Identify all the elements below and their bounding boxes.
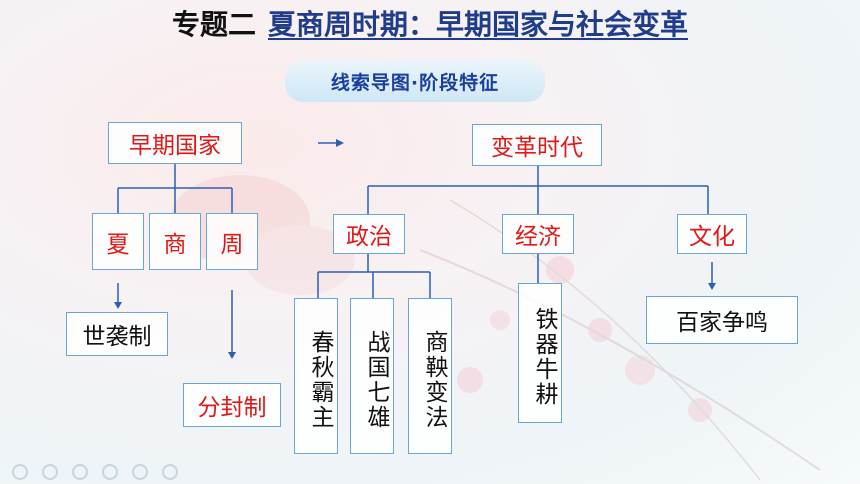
node-shang: 商 (149, 213, 201, 270)
node-politics: 政治 (333, 214, 405, 254)
page-title: 专题二 夏商周时期：早期国家与社会变革 (0, 0, 860, 46)
node-enfeoffment-system: 分封制 (183, 383, 281, 427)
title-main-link[interactable]: 夏商周时期：早期国家与社会变革 (268, 8, 689, 41)
node-warring-states: 战国七雄 (350, 298, 394, 454)
node-iron-ox-plough: 铁器牛耕 (518, 283, 562, 423)
node-xia: 夏 (92, 213, 144, 270)
node-culture: 文化 (677, 214, 747, 254)
node-economy: 经济 (502, 214, 574, 254)
title-prefix: 专题二 (171, 8, 256, 41)
node-hereditary-system: 世袭制 (66, 312, 168, 356)
arrow-head-icon (114, 302, 122, 309)
node-zhou: 周 (206, 213, 258, 270)
node-early-state: 早期国家 (108, 122, 242, 164)
arrow-head-icon (708, 283, 716, 290)
subtitle-banner: 线索导图·阶段特征 (285, 60, 545, 102)
node-shang-yang-reform: 商鞅变法 (408, 298, 452, 454)
node-reform-era: 变革时代 (472, 124, 602, 166)
arrow-head-icon (336, 139, 344, 147)
node-hundred-schools: 百家争鸣 (646, 296, 798, 344)
node-spring-autumn-hegemons: 春秋霸主 (294, 298, 338, 454)
arrow-head-icon (228, 352, 236, 359)
